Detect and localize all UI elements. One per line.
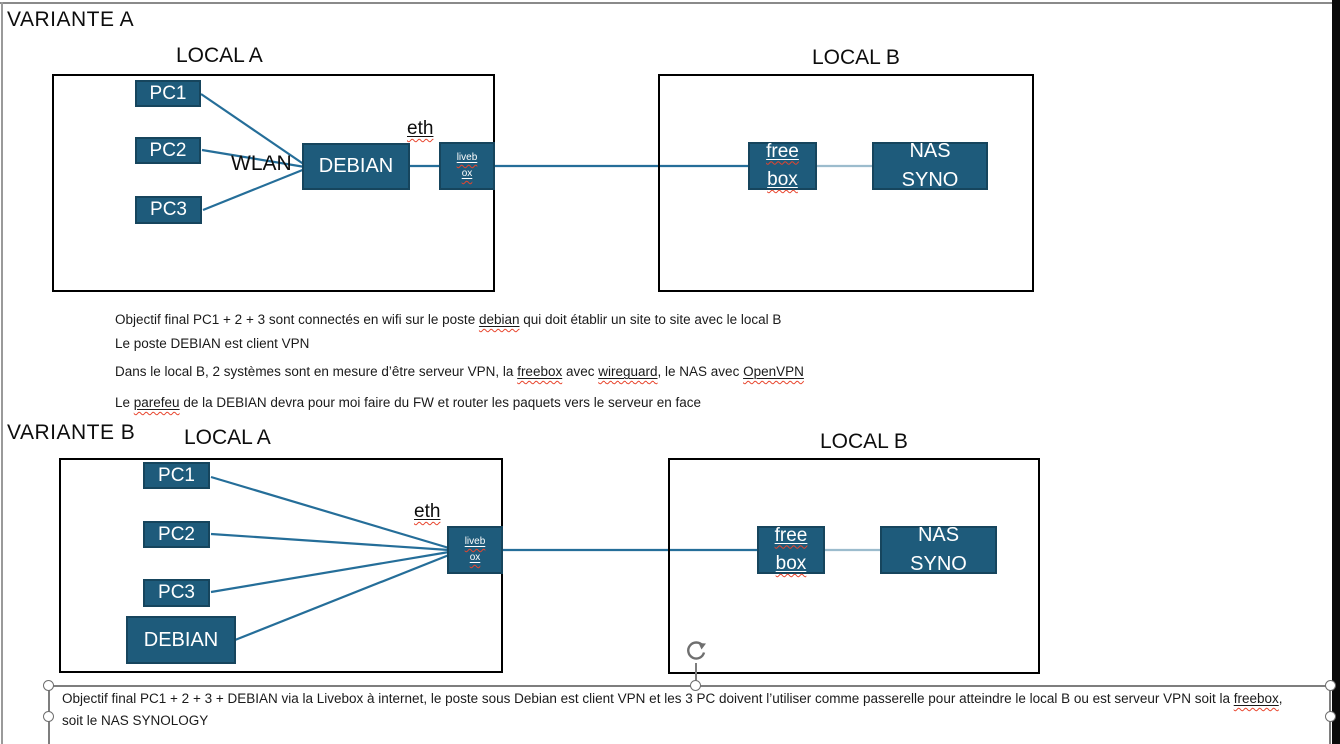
rotate-handle-icon[interactable] [683,639,709,664]
bottom-note-line1[interactable]: Objectif final PC1 + 2 + 3 + DEBIAN via … [62,691,1283,706]
variant-b-node-pc1[interactable]: PC1 [143,462,210,489]
variant-b-local-b-zone[interactable] [668,458,1040,674]
variant-a-node-livebox[interactable]: liveb ox [439,142,495,190]
variant-a-local-b-label[interactable]: LOCAL B [812,46,900,69]
nas-label-line2: SYNO [910,553,967,575]
window-edge-right [1332,0,1340,744]
pc3-label: PC3 [158,582,195,604]
variant-b-node-pc3[interactable]: PC3 [143,579,210,607]
bottom-note-line2[interactable]: soit le NAS SYNOLOGY [62,713,209,728]
selection-border-top[interactable] [48,685,1331,687]
freebox-label-line2: box [775,553,807,574]
variant-b-node-pc2[interactable]: PC2 [143,521,210,548]
livebox-label-line1: liveb [464,536,486,547]
note-objectif-a-line2[interactable]: Le poste DEBIAN est client VPN [115,336,310,351]
note-parefeu[interactable]: Le parefeu de la DEBIAN devra pour moi f… [115,395,702,410]
page-border-top [0,2,1333,4]
nas-label-line1: NAS [909,140,951,162]
livebox-label-line2: ox [461,168,473,179]
variant-a-node-debian[interactable]: DEBIAN [302,143,410,190]
livebox-label-line2: ox [469,552,481,563]
freebox-label-line2: box [767,169,798,190]
selection-handle-top-center[interactable] [690,680,701,691]
nas-label-line2: SYNO [901,169,959,191]
variant-b-local-a-label[interactable]: LOCAL A [184,426,271,449]
variant-b-eth-label[interactable]: eth [414,501,441,522]
variant-a-wlan-label[interactable]: WLAN [231,152,292,175]
pc2-label: PC2 [149,139,187,161]
page-border-left [1,2,3,744]
livebox-label-line1: liveb [456,152,478,163]
variant-b-node-freebox[interactable]: free box [757,525,825,574]
variant-b-node-debian[interactable]: DEBIAN [126,616,236,664]
freebox-label-line1: free [774,524,808,546]
variant-a-node-pc2[interactable]: PC2 [135,137,201,164]
variant-a-node-pc3[interactable]: PC3 [135,196,202,224]
selection-handle-middle-left[interactable] [43,711,54,722]
variant-a-local-a-zone[interactable] [52,74,495,292]
note-serveurs-vpn[interactable]: Dans le local B, 2 systèmes sont en mesu… [115,364,804,379]
variant-a-node-pc1[interactable]: PC1 [135,80,201,107]
rotate-handle-stem [695,663,697,686]
variant-b-local-b-label[interactable]: LOCAL B [820,430,908,453]
variant-a-local-b-zone[interactable] [658,74,1034,292]
selection-handle-middle-right[interactable] [1325,711,1336,722]
selection-handle-top-left[interactable] [43,680,54,691]
freebox-label-line1: free [766,140,799,162]
variant-a-node-nas-syno[interactable]: NAS SYNO [872,140,988,191]
pc1-label: PC1 [149,82,187,104]
pc3-label: PC3 [150,199,187,221]
variant-b-title[interactable]: VARIANTE B [7,421,136,444]
variant-a-node-freebox[interactable]: free box [748,141,817,190]
variant-b-node-livebox[interactable]: liveb ox [447,526,503,574]
nas-label-line1: NAS [917,524,960,546]
debian-label: DEBIAN [318,155,394,177]
note-objectif-a-line1[interactable]: Objectif final PC1 + 2 + 3 sont connecté… [115,312,782,327]
debian-label: DEBIAN [143,628,219,651]
selection-handle-top-right[interactable] [1325,680,1336,691]
pc2-label: PC2 [158,523,195,545]
variant-b-node-nas-syno[interactable]: NAS SYNO [880,524,997,575]
pc1-label: PC1 [158,464,195,486]
variant-a-title[interactable]: VARIANTE A [7,8,135,31]
variant-a-eth-label[interactable]: eth [407,118,434,139]
variant-a-local-a-label[interactable]: LOCAL A [176,44,263,67]
